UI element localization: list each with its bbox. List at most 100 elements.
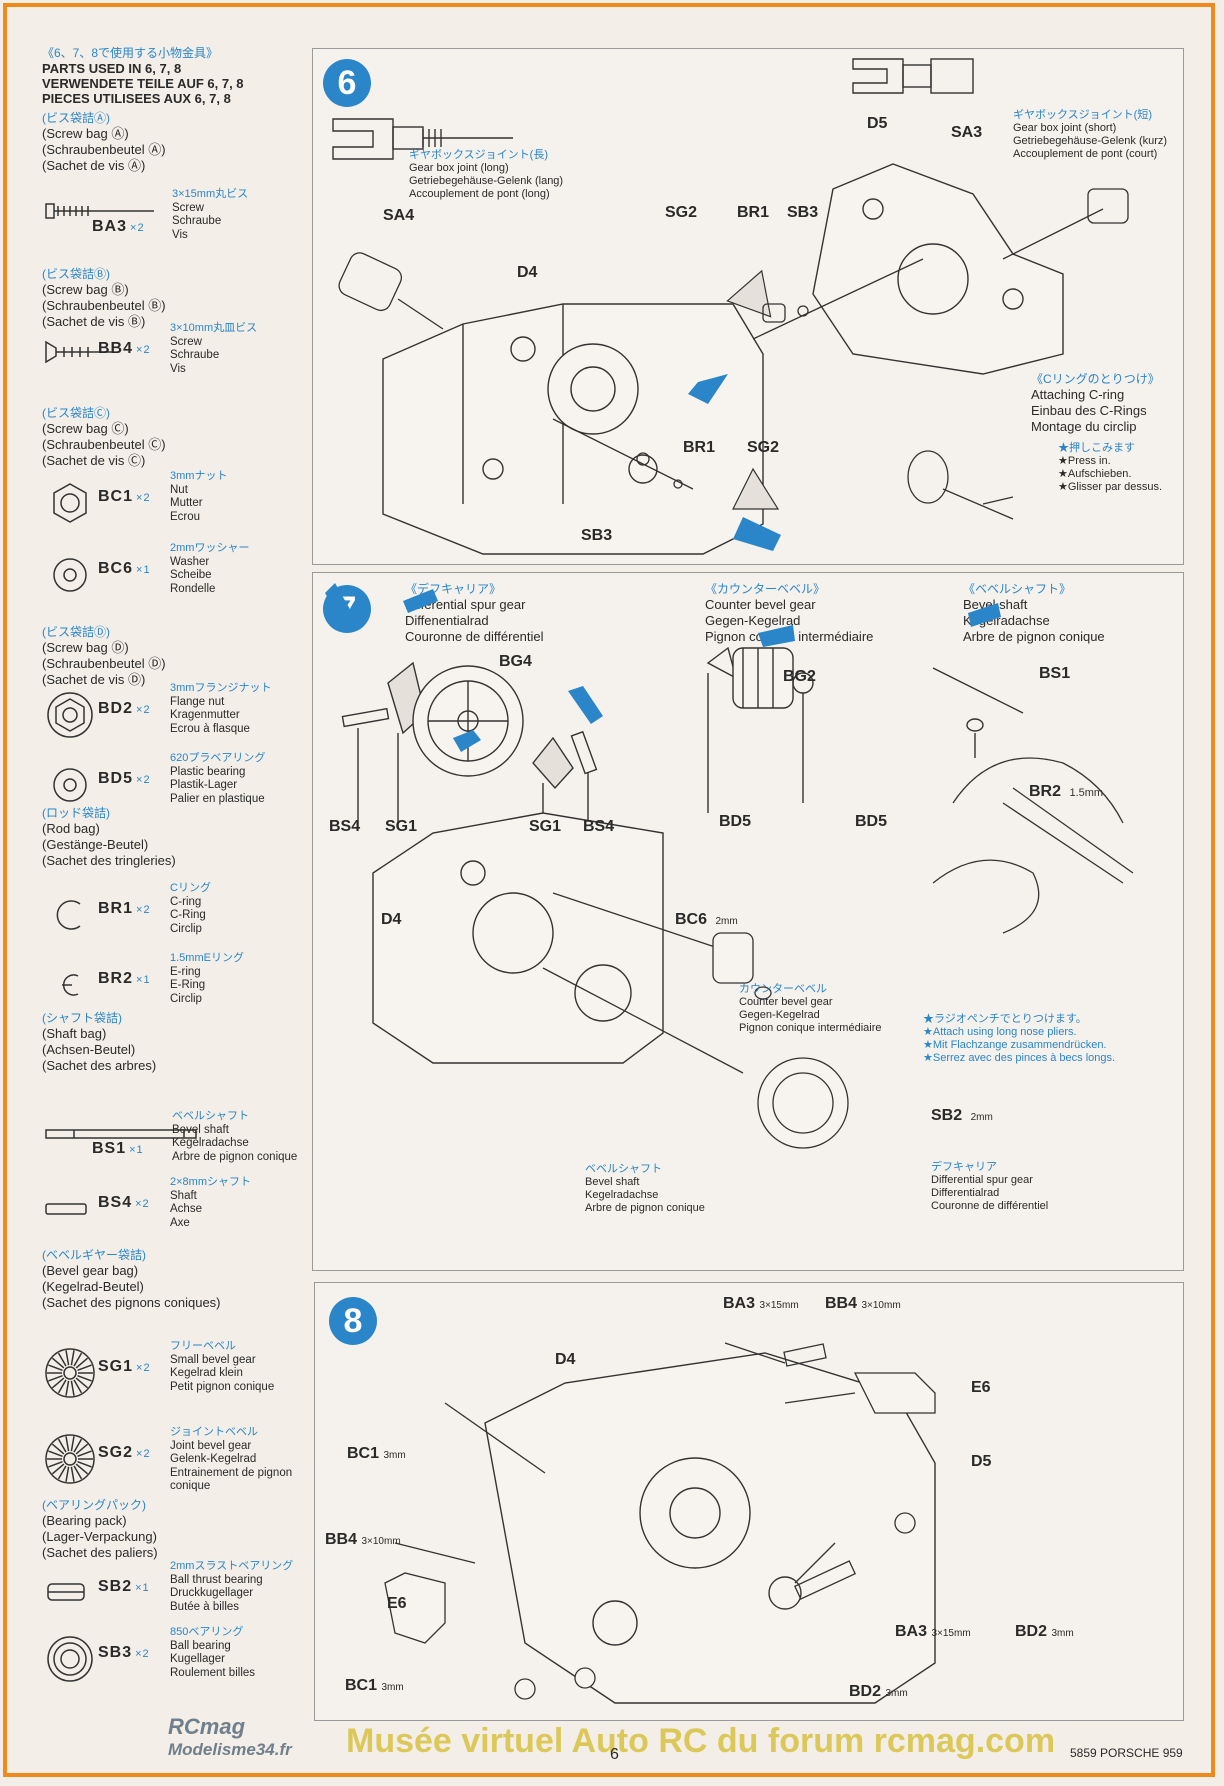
- shaft-icon: [45, 1129, 197, 1139]
- part-jp: 1.5mmEリング: [170, 952, 244, 964]
- part-jp: 620プラベアリング: [170, 752, 266, 764]
- bag-de: (Schraubenbeutel Ⓒ): [42, 437, 166, 452]
- tag-bd2-a: BD2 3mm: [1015, 1623, 1074, 1641]
- tag-bc6: BC6 2mm: [675, 911, 738, 929]
- sa3-joint-icon: [852, 58, 974, 94]
- sa4-jp: ギヤボックスジョイント(長): [409, 149, 548, 161]
- br2-code: BR2: [1029, 783, 1062, 800]
- bag-jp: (ビス袋詰Ⓑ): [42, 267, 110, 281]
- part-qty: ×1: [136, 974, 151, 986]
- part-desc-line: Rondelle: [170, 582, 216, 595]
- nut-icon: [53, 483, 87, 523]
- part-desc-line: Ecrou à flasque: [170, 722, 250, 735]
- lower-counter-jp: カウンターベベル: [739, 983, 827, 995]
- part-code-text: SG2: [98, 1444, 134, 1461]
- wm-rcmag: RCmag: [168, 1714, 246, 1739]
- part-desc-line: Ecrou: [170, 510, 201, 523]
- bag-en: (Shaft bag): [42, 1026, 107, 1041]
- bc1b-code: BC1: [345, 1677, 378, 1694]
- counter-jp: 《カウンターベベル》: [705, 582, 826, 596]
- bag-en: (Bearing pack): [42, 1513, 127, 1528]
- bag-jp: (ベアリングパック): [42, 1498, 146, 1512]
- bd2a-code: BD2: [1015, 1623, 1048, 1640]
- part-code: BR1×2: [98, 900, 151, 918]
- bag-de: (Schraubenbeutel Ⓐ): [42, 142, 166, 157]
- tag-d4: D4: [517, 264, 538, 281]
- part-qty: ×2: [136, 704, 151, 716]
- press-jp: ★押しこみます: [1058, 442, 1135, 454]
- part-desc-line: Shaft: [170, 1189, 197, 1202]
- part-code: BD5×2: [98, 770, 151, 788]
- press-en: ★Press in.: [1058, 455, 1111, 467]
- bag-label: (ビス袋詰Ⓐ)(Screw bag Ⓐ)(Schraubenbeutel Ⓐ)(…: [42, 110, 166, 174]
- counter-en: Counter bevel gear: [705, 597, 816, 612]
- part-desc-line: Axe: [170, 1216, 190, 1229]
- bb4b-size: 3×10mm: [361, 1536, 401, 1547]
- lower-diff-jp: デフキャリア: [931, 1161, 997, 1173]
- part-qty: ×2: [136, 1362, 151, 1374]
- part-qty: ×2: [136, 904, 151, 916]
- tag-bg2: BG2: [783, 668, 816, 685]
- bag-label: (ベアリングパック)(Bearing pack)(Lager-Verpackun…: [42, 1497, 158, 1561]
- tag-ba3-a: BA3 3×15mm: [723, 1295, 799, 1313]
- part-code-text: BD5: [98, 770, 134, 787]
- tag-sg2-b: SG2: [747, 439, 780, 456]
- part-desc-line: Bevel shaft: [172, 1123, 229, 1136]
- flatscrew-icon: [45, 340, 114, 364]
- bag-fr: (Sachet de vis Ⓓ): [42, 672, 146, 687]
- part-desc-line: Screw: [170, 335, 202, 348]
- cring-jp: 《Cリングのとりつけ》: [1031, 372, 1160, 386]
- part-qty: ×1: [129, 1144, 144, 1156]
- part-jp: Cリング: [170, 882, 211, 894]
- lower-shaft-en: Bevel shaft: [585, 1176, 640, 1188]
- bag-jp: (ビス袋詰Ⓓ): [42, 625, 110, 639]
- part-jp: 3mmナット: [170, 470, 228, 482]
- part-code: SG1×2: [98, 1358, 151, 1376]
- step8-drawing: [384, 1342, 936, 1704]
- part-desc-line: Arbre de pignon conique: [172, 1150, 298, 1163]
- part-jp: 2mmワッシャー: [170, 542, 250, 554]
- part-desc-line: Achse: [170, 1203, 202, 1215]
- diff-de: Diffenentialrad: [405, 613, 489, 628]
- part-jp: 2mmスラストベアリング: [170, 1560, 294, 1572]
- bag-jp: (ビス袋詰Ⓐ): [42, 111, 110, 125]
- part-qty: ×2: [136, 1448, 151, 1460]
- part-code-text: BS1: [92, 1140, 127, 1157]
- part-desc-line: C-ring: [170, 895, 202, 908]
- sa4-joint-icon: [332, 118, 513, 160]
- part-desc-line: Plastic bearing: [170, 765, 246, 778]
- part-jp: ジョイントベベル: [170, 1426, 258, 1438]
- page-frame: [3, 3, 1215, 1777]
- grease-tube-icons: [688, 374, 781, 551]
- pliers-fr: ★Serrez avec des pinces à becs longs.: [923, 1052, 1116, 1064]
- shaft-fr: Arbre de pignon conique: [963, 629, 1105, 644]
- part-qty: ×2: [135, 1648, 150, 1660]
- bag-label: (ロッド袋詰)(Rod bag)(Gestänge-Beutel)(Sachet…: [42, 805, 176, 869]
- bc6-code: BC6: [675, 911, 708, 928]
- tag-d4-7: D4: [381, 911, 402, 928]
- tag-bs1: BS1: [1039, 665, 1071, 682]
- tag-sg1-a: SG1: [385, 818, 418, 835]
- part-jp: 3×15mm丸ビス: [172, 188, 249, 200]
- bc1a-code: BC1: [347, 1445, 380, 1462]
- tag-br1-b: BR1: [683, 439, 716, 456]
- bag-de: (Gestänge-Beutel): [42, 837, 149, 852]
- part-code-text: BS4: [98, 1194, 133, 1211]
- part-qty: ×2: [130, 222, 145, 234]
- tag-bg4: BG4: [499, 653, 532, 670]
- bag-de: (Schraubenbeutel Ⓓ): [42, 656, 166, 671]
- lower-counter-en: Counter bevel gear: [739, 996, 833, 1008]
- pliers-note: ★ラジオペンチでとりつけます。 ★Attach using long nose …: [923, 1013, 1115, 1065]
- part-qty: ×2: [136, 774, 151, 786]
- part-code-text: SB3: [98, 1644, 133, 1661]
